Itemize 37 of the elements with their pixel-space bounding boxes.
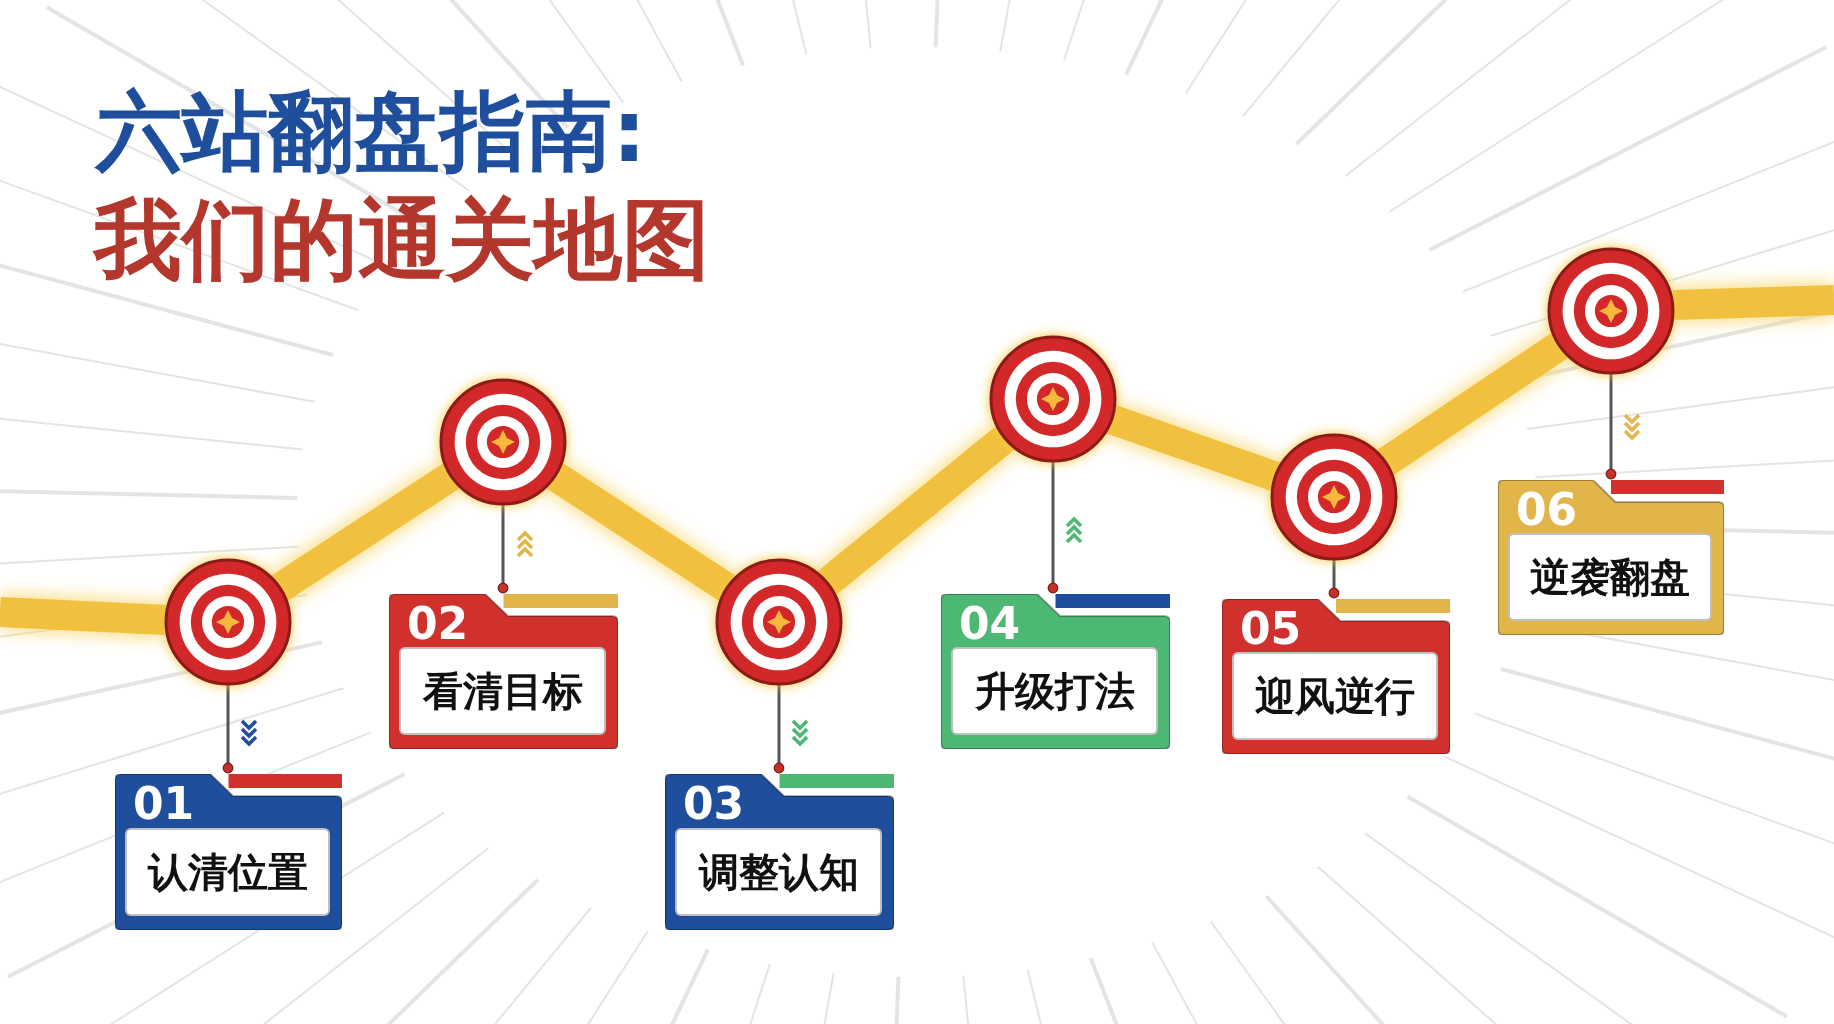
step-number: 04 [959,602,1021,646]
leader-line [773,684,785,774]
folder-card [665,774,894,930]
label-box: 认清位置 [125,828,330,916]
folder-card [115,774,342,930]
step-number: 02 [407,602,469,646]
golden-path [1106,405,1281,491]
leader-line [1328,559,1340,599]
golden-path [271,463,460,601]
target-icon [989,335,1117,463]
step-number: 01 [133,782,195,826]
leader-line [1047,461,1059,594]
label-box: 升级打法 [951,647,1158,735]
label-box: 逆袭翻盘 [1508,533,1712,621]
step-number: 06 [1516,488,1578,532]
target-icon [1547,247,1675,375]
folder-card [389,594,618,749]
leader-line [497,504,509,594]
target-icon [439,378,567,506]
subtitle: 我们的通关地图 [94,192,710,289]
label-box: 迎风逆行 [1232,652,1438,740]
title: 六站翻盘指南: [96,84,647,179]
step-number: 03 [683,782,745,826]
folder-card [1498,480,1724,635]
leader-line [1605,373,1617,480]
target-icon [164,558,292,686]
golden-path [546,463,736,601]
target-icon [715,558,843,686]
step-number: 05 [1240,607,1302,651]
folder-card [1222,599,1450,754]
golden-path [1377,333,1568,475]
leader-line [222,684,234,774]
folder-card [941,594,1170,749]
label-box: 调整认知 [675,828,882,916]
golden-path [817,426,1015,595]
target-icon [1270,433,1398,561]
label-box: 看清目标 [399,647,606,735]
